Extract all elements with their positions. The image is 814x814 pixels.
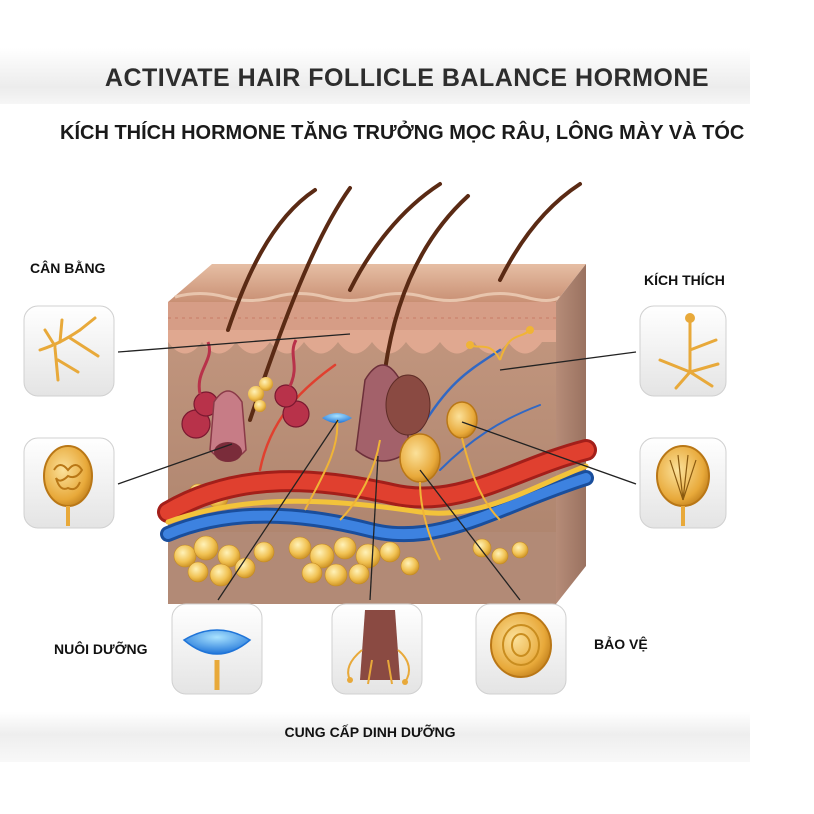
label-nourish: NUÔI DƯỠNG: [54, 641, 148, 657]
callout-card-receptor: [640, 438, 726, 528]
label-stimulate: KÍCH THÍCH: [644, 272, 725, 288]
callout-card-supply: [332, 604, 422, 694]
callout-card-stimulate: [640, 306, 726, 396]
label-balance: CÂN BẰNG: [30, 260, 105, 276]
skin-side-face: [556, 264, 586, 604]
callout-card-protect: [476, 604, 566, 694]
label-protect: BẢO VỆ: [594, 636, 648, 652]
callout-card-balance: [24, 306, 114, 396]
callout-card-nourish: [172, 604, 262, 694]
label-supply-nutrition: CUNG CẤP DINH DƯỠNG: [0, 724, 740, 740]
callout-card-fold: [24, 438, 114, 528]
